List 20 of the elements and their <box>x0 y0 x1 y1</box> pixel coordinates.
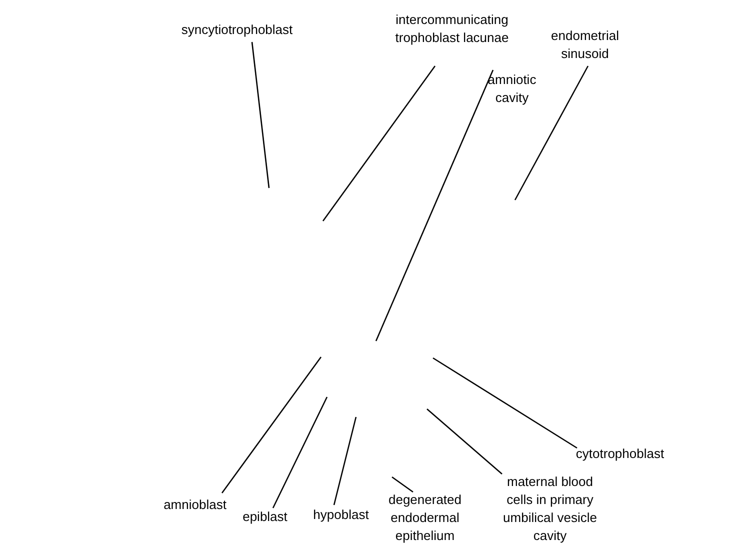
label-text: maternal blood cells in primary umbilical vesicle cavity <box>502 473 598 545</box>
leader-line <box>221 356 322 494</box>
label-text: amniotic cavity <box>486 71 538 107</box>
leader-line <box>333 416 357 506</box>
leader-line <box>514 66 589 200</box>
label-text: syncytiotrophoblast <box>180 21 294 39</box>
label-text: endometrial sinusoid <box>550 27 620 63</box>
leader-line <box>426 408 502 474</box>
label-text: cytotrophoblast <box>574 445 666 463</box>
label-text: intercommunicating trophoblast lacunae <box>394 11 510 47</box>
leader-line <box>272 396 328 508</box>
leader-line <box>251 42 270 188</box>
label-text: hypoblast <box>312 506 370 524</box>
leader-line <box>432 357 578 449</box>
label-text: amnioblast <box>162 496 228 514</box>
leader-line <box>375 70 494 342</box>
leader-line <box>322 66 436 222</box>
label-text: degenerated endodermal epithelium <box>387 491 462 545</box>
label-text: epiblast <box>242 508 288 526</box>
leader-line <box>392 476 414 493</box>
